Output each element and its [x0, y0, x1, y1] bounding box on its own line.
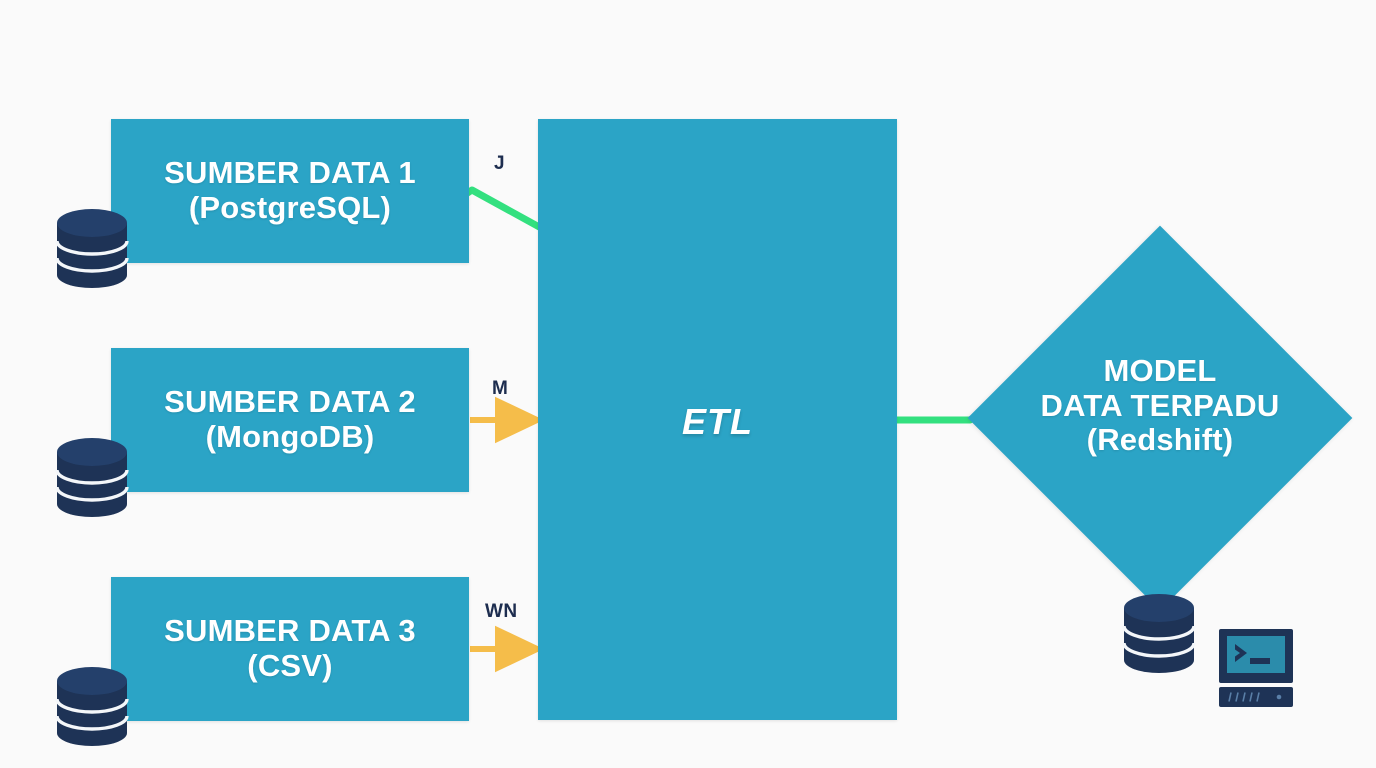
target-node-text: MODEL DATA TERPADU (Redshift) [968, 353, 1352, 458]
database-cylinder-icon [55, 667, 129, 746]
source-node-3-subtitle: (CSV) [247, 648, 333, 683]
source-node-1-title: SUMBER DATA 1 [164, 155, 416, 191]
source-node-3-title: SUMBER DATA 3 [164, 613, 416, 649]
edge-label-source1: J [494, 153, 505, 174]
source-node-1[interactable]: SUMBER DATA 1 (PostgreSQL) [111, 119, 469, 263]
target-node-line1: MODEL [1103, 353, 1217, 388]
source-node-1-subtitle: (PostgreSQL) [188, 190, 392, 225]
source-node-3[interactable]: SUMBER DATA 3 (CSV) [111, 577, 469, 721]
target-node-diamond[interactable]: MODEL DATA TERPADU (Redshift) [967, 225, 1353, 611]
edge-label-source2: M [492, 378, 509, 399]
database-cylinder-icon [1122, 594, 1196, 673]
target-node-line3: (Redshift) [1086, 422, 1234, 458]
target-node-line2: DATA TERPADU [1040, 387, 1280, 423]
etl-process-label: ETL [682, 401, 753, 442]
etl-process-node[interactable]: ETL [538, 119, 1293, 720]
database-cylinder-icon [55, 438, 129, 517]
source-node-2[interactable]: SUMBER DATA 2 (MongoDB) [111, 348, 469, 492]
terminal-server-icon [1219, 629, 1293, 707]
database-cylinder-icon [55, 209, 129, 288]
source-node-2-title: SUMBER DATA 2 [164, 384, 416, 420]
source-node-2-subtitle: (MongoDB) [205, 419, 375, 454]
edge-label-source3: WN [485, 601, 518, 622]
